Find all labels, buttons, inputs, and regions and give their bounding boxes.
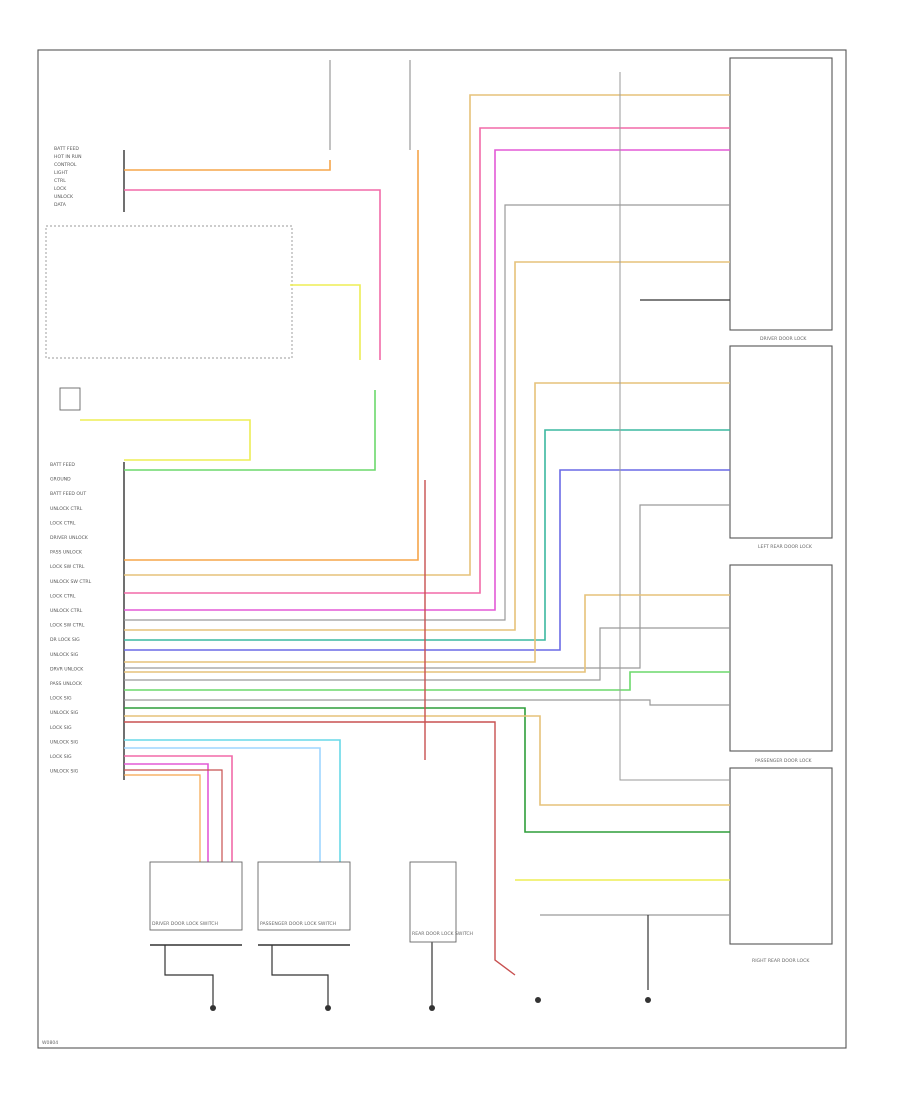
upper-pin-label: LIGHT bbox=[54, 170, 68, 176]
diagram-border bbox=[37, 49, 847, 1049]
connector-pin-label: UNLOCK SIG bbox=[50, 739, 79, 745]
connector-pin-label: LOCK SIG bbox=[50, 754, 72, 760]
right-rear-door-lock-module: RIGHT REAR DOOR LOCK bbox=[729, 767, 833, 964]
wire-ground-passenger bbox=[271, 945, 329, 1005]
wire-magenta-driver-3 bbox=[124, 149, 730, 611]
upper-pin-label: LOCK bbox=[54, 186, 67, 192]
wire-tan-rr-2 bbox=[124, 715, 730, 806]
wire-black-right-spine-1 bbox=[619, 72, 730, 781]
left-rear-door-lock-module: LEFT REAR DOOR LOCK bbox=[729, 345, 833, 550]
passenger-door-lock-module: PASSENGER DOOR LOCK bbox=[729, 564, 833, 764]
connector-pin-label: UNLOCK SIG bbox=[50, 710, 79, 716]
connector-pin-label: UNLOCK CTRL bbox=[50, 608, 83, 614]
wire-gray-lr-4 bbox=[124, 504, 730, 669]
wire-tan-pass-1 bbox=[124, 594, 730, 673]
passenger-door-lock-switch bbox=[257, 861, 351, 946]
wire-orange-vertical bbox=[124, 150, 419, 561]
wire-yellow-display bbox=[290, 284, 361, 360]
connector-pin-label: DRIVER UNLOCK bbox=[50, 535, 89, 541]
upper-pin-label: HOT IN RUN bbox=[54, 154, 82, 160]
connector-pin-label: LOCK SIG bbox=[50, 725, 72, 731]
upper-pin-label: CTRL bbox=[54, 178, 66, 184]
wire-tan-driver-1 bbox=[124, 94, 730, 576]
connector-pin-label: UNLOCK CTRL bbox=[50, 506, 83, 512]
wire-pink-batt bbox=[124, 189, 381, 360]
wire-teal-lr-1 bbox=[124, 429, 730, 641]
label-layer: BATT FEED GROUND BATT FEED OUT UNLOCK CTRL L… bbox=[50, 146, 473, 937]
wire-lightblue-2 bbox=[124, 747, 321, 862]
wire-pink-3 bbox=[124, 755, 233, 862]
connector-pin-label: GROUND bbox=[50, 477, 71, 483]
wire-ground-driver bbox=[164, 945, 214, 1005]
diagram-reference: W0804 bbox=[42, 1040, 58, 1046]
upper-pin-label: UNLOCK bbox=[54, 194, 74, 200]
wire-layer bbox=[80, 60, 730, 1005]
wire-darkgreen-rr-1 bbox=[124, 707, 730, 833]
connector-pin-label: LOCK SIG bbox=[50, 696, 72, 702]
upper-pin-label: DATA bbox=[54, 202, 67, 208]
wire-gray-pass-2 bbox=[124, 627, 730, 681]
ground-g1-icon bbox=[210, 1005, 216, 1011]
wire-gray-pass-4 bbox=[124, 699, 730, 706]
wire-orange-batt bbox=[124, 160, 331, 171]
ground-g5-icon bbox=[645, 997, 651, 1003]
connector-pin-label: UNLOCK SIG bbox=[50, 652, 79, 658]
left-rear-door-lock-label: LEFT REAR DOOR LOCK bbox=[758, 544, 813, 550]
ground-g3-icon bbox=[429, 1005, 435, 1011]
wire-magenta-4 bbox=[124, 763, 209, 862]
upper-pin-label: CONTROL bbox=[54, 162, 77, 168]
wire-green-display bbox=[124, 390, 376, 471]
connector-pin-label: LOCK SW CTRL bbox=[50, 564, 85, 570]
wire-cyan-1 bbox=[124, 739, 341, 862]
wire-pink-driver-2 bbox=[124, 127, 730, 594]
connector-pin-label: UNLOCK SIG bbox=[50, 769, 79, 775]
wire-orange-6 bbox=[124, 774, 201, 862]
passenger-door-lock-label: PASSENGER DOOR LOCK bbox=[755, 758, 813, 764]
ground-g4-icon bbox=[535, 997, 541, 1003]
wire-red-5 bbox=[124, 769, 223, 862]
wire-red-trunk-b bbox=[124, 721, 516, 976]
ground-g2-icon bbox=[325, 1005, 331, 1011]
driver-door-lock-label: DRIVER DOOR LOCK bbox=[760, 336, 807, 342]
driver-door-lock-switch bbox=[149, 861, 243, 946]
wire-blue-lr-2 bbox=[124, 469, 730, 651]
connector-pin-label: LOCK SW CTRL bbox=[50, 623, 85, 629]
switch-label: REAR DOOR LOCK SWITCH bbox=[412, 931, 473, 937]
wire-tan-lr-3 bbox=[124, 382, 730, 663]
connector-pin-label: PASS UNLOCK bbox=[50, 550, 83, 556]
wire-green-pass-3 bbox=[124, 671, 730, 691]
wire-tan-driver-5 bbox=[124, 261, 730, 631]
connector-pin-label: DR LOCK SIG bbox=[50, 637, 80, 643]
wire-gray-driver-4 bbox=[124, 204, 730, 621]
connector-pin-label: UNLOCK SW CTRL bbox=[50, 579, 92, 585]
driver-door-lock-module: DRIVER DOOR LOCK bbox=[729, 57, 833, 342]
switch-label: DRIVER DOOR LOCK SWITCH bbox=[152, 921, 218, 927]
connector-pin-label: PASS UNLOCK bbox=[50, 681, 83, 687]
connector-pin-label: DRVR UNLOCK bbox=[50, 666, 84, 672]
connector-pin-label: LOCK CTRL bbox=[50, 593, 76, 599]
switch-label: PASSENGER DOOR LOCK SWITCH bbox=[260, 921, 336, 927]
relay-box bbox=[59, 387, 81, 411]
right-rear-door-lock-label: RIGHT REAR DOOR LOCK bbox=[752, 958, 810, 964]
rear-door-lock-switch bbox=[409, 861, 457, 943]
connector-pin-label: BATT FEED bbox=[50, 462, 75, 468]
connector-pin-label: BATT FEED OUT bbox=[50, 491, 86, 497]
wire-yellow-left bbox=[80, 419, 251, 461]
upper-pin-label: BATT FEED bbox=[54, 146, 79, 152]
ground-symbols bbox=[210, 997, 651, 1011]
connector-pin-label: LOCK CTRL bbox=[50, 520, 76, 526]
display-module-outline bbox=[45, 225, 293, 359]
